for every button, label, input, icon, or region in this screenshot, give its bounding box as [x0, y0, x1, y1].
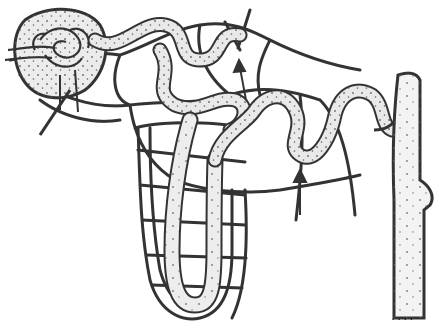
- renal-corpuscle: [5, 9, 106, 135]
- trailing-dots: ....: [391, 309, 416, 324]
- proximal-convoluted-tubule: [95, 25, 244, 130]
- loop-of-henle: [172, 120, 215, 305]
